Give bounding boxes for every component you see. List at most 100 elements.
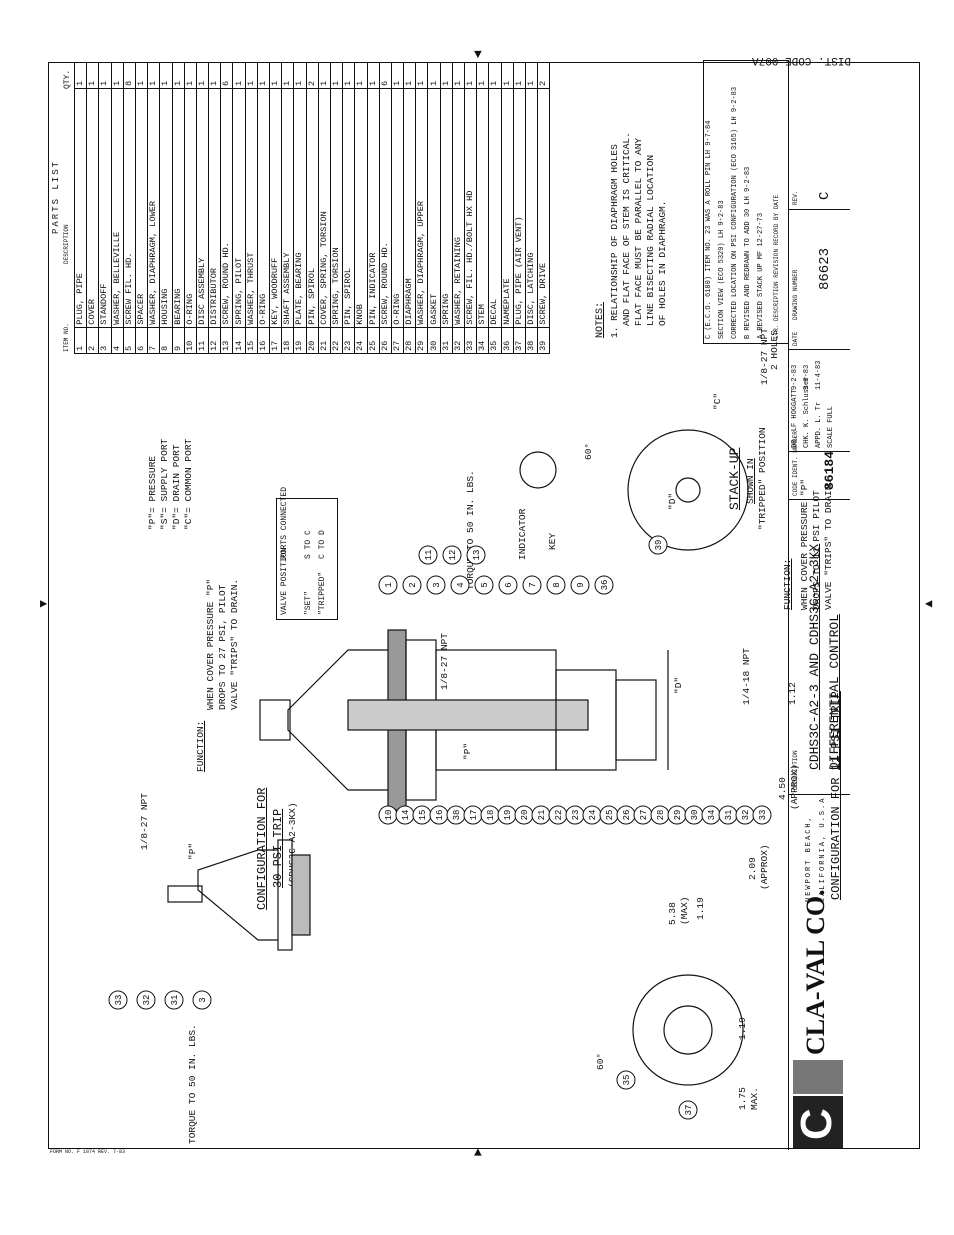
note-line-1: 1. RELATIONSHIP OF DIAPHRAGM HOLES [609, 144, 620, 338]
balloon-circle [498, 575, 518, 595]
parts-cell-description: STEM [476, 88, 489, 328]
rev-ltr: B [744, 334, 752, 339]
parts-col-item: ITEM NO. [63, 323, 70, 352]
balloon-circle [136, 990, 156, 1010]
company-address-1: NEWPORT BEACH, [805, 815, 813, 902]
rev-date: 9-2-83 [744, 166, 752, 192]
rev-desc: (E.C.O. 6180) ITEM NO. 23 WAS A ROLL PIN [705, 162, 713, 331]
balloon-label: 28 [656, 810, 666, 821]
parts-cell-description: WASHER, DIAPHRAGM, LOWER [147, 88, 160, 328]
parts-cell-qty: 1 [501, 62, 514, 89]
balloon-circle [522, 575, 542, 595]
parts-cell-qty: 1 [86, 62, 99, 89]
balloon-label: 31 [724, 810, 734, 821]
balloon-label: 12 [448, 550, 458, 561]
parts-cell-qty: 1 [135, 62, 148, 89]
parts-cell-description: HOUSING [159, 88, 172, 328]
parts-cell-qty: 1 [184, 62, 197, 89]
date-label: DATE [792, 331, 799, 346]
balloon-label: 30 [690, 810, 700, 821]
parts-cell-qty: 1 [196, 62, 209, 89]
parts-cell-qty: 1 [98, 62, 112, 89]
main-plug [259, 699, 291, 741]
balloon-label: 32 [142, 995, 152, 1006]
balloon-label: 31 [170, 995, 180, 1006]
parts-cell-description: SPRING [440, 88, 453, 328]
balloon-label: 2 [408, 582, 418, 587]
parts-cell-description: DECAL [488, 88, 502, 328]
center-mark-left: ▶ [40, 597, 48, 611]
parts-cell-description: SCREW FIL. HD. [123, 88, 136, 328]
parts-col-qty: QTY. [63, 69, 72, 89]
balloon-label: 6 [504, 582, 514, 587]
parts-cell-description: DIAPHRAGM [403, 88, 416, 328]
balloon-label: 33 [114, 995, 124, 1006]
center-mark-top: ▼ [474, 47, 482, 62]
balloon-circle [474, 575, 494, 595]
note-line-5: OF HOLES IN DIAPHRAGM. [657, 200, 668, 326]
balloon-circle [450, 575, 470, 595]
logo-letter: C [792, 1108, 841, 1140]
rev-date: 9-2-83 [731, 86, 739, 113]
drawn-date: 9-2-83 [791, 364, 799, 390]
parts-cell-description: SCREW, ROUND HD. [220, 88, 233, 328]
parts-cell-qty: 1 [391, 62, 404, 89]
revision-row-5: A REVISED STACK UP MF 12-27-73 [757, 213, 765, 339]
balloon-label: 24 [588, 810, 598, 821]
note-line-3: FLAT FACE MUST BE PARALLEL TO ANY [633, 137, 644, 326]
config30-body [291, 854, 311, 936]
config30-flange [277, 839, 293, 951]
balloon-label: 37 [684, 1105, 694, 1116]
balloon-label: 5 [480, 582, 490, 587]
balloon-circle [426, 575, 446, 595]
revision-row-2: SECTION VIEW (ECO 5320) LH 9-2-83 [718, 200, 726, 339]
balloon-circle [616, 1070, 636, 1090]
balloon-label: 11 [424, 550, 434, 561]
dim-1-12: 1.12 [787, 682, 798, 705]
main-cover-outline [287, 649, 388, 791]
balloon-label: 36 [600, 580, 610, 591]
balloon-label: 34 [707, 810, 717, 821]
balloon-circle [570, 575, 590, 595]
balloon-circle [378, 575, 398, 595]
parts-cell-description: PIN, SPIROL [342, 88, 355, 328]
title-divider-5 [788, 209, 850, 210]
parts-cell-qty: 1 [172, 62, 185, 89]
drawing-number: 86623 [817, 247, 833, 290]
parts-cell-qty: 2 [537, 62, 550, 89]
balloon-circle [648, 535, 668, 555]
rev-desc: REVISED AND REDRAWN TO ADD 30 [744, 208, 752, 331]
parts-cell-description: KNOB [354, 88, 367, 328]
form-number: FORM NO. F 1074 REV. 7-83 [50, 1149, 126, 1155]
balloon-label: 7 [528, 582, 538, 587]
rev-col-date: DATE [773, 194, 780, 210]
parts-cell-qty: 1 [342, 62, 355, 89]
rev-col-by: BY [773, 212, 780, 221]
parts-cell-qty: 1 [330, 62, 343, 89]
parts-cell-description: DISC, LATCHING [525, 88, 538, 328]
parts-cell-qty: 1 [476, 62, 489, 89]
rev-by: LH [731, 116, 739, 125]
balloon-label: 38 [452, 810, 462, 821]
balloon-circle [678, 1100, 698, 1120]
parts-cell-description: O-RING [391, 88, 404, 328]
drawn-by: DR. LF HOGGATT [791, 389, 799, 448]
parts-cell-description: WASHER, THRUST [245, 88, 258, 328]
parts-cell-qty: 1 [452, 62, 465, 89]
